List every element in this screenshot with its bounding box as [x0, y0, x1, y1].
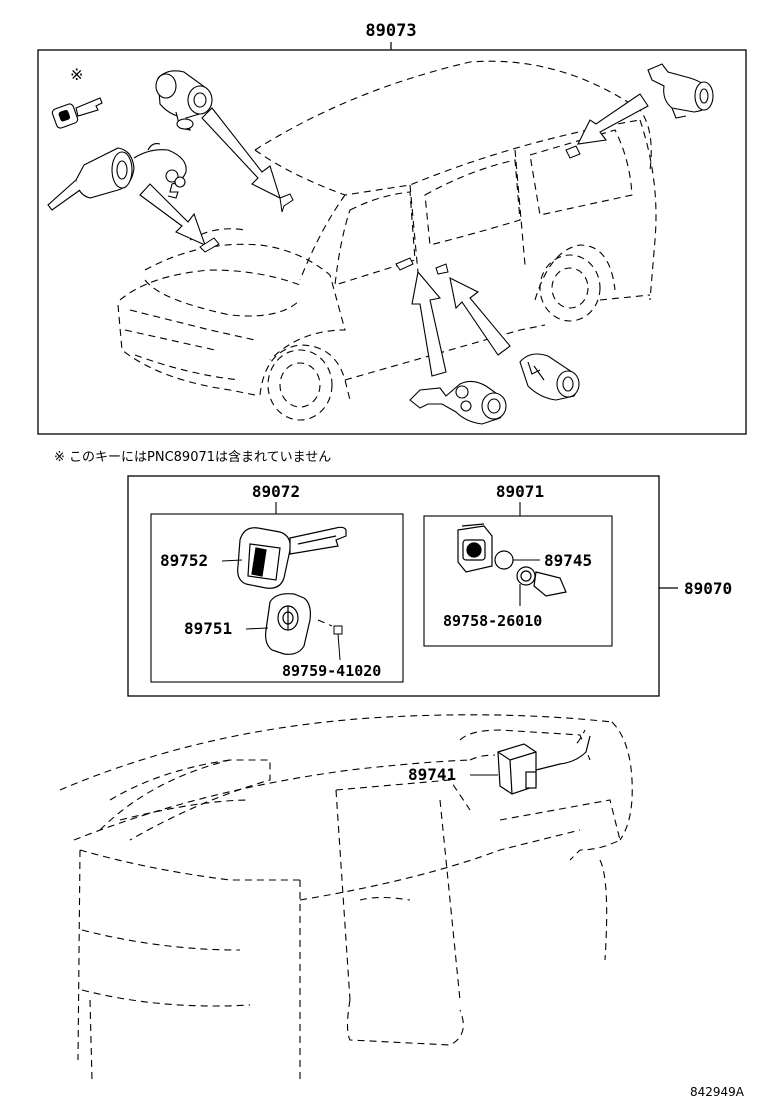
kit-label: 89070: [684, 579, 732, 598]
transmitter-label: 89071: [496, 482, 544, 501]
door-cylinder-icon-top: [155, 70, 213, 131]
arrow-to-hood: [201, 107, 281, 200]
battery-icon: [494, 550, 514, 570]
key-set-frame: [150, 513, 404, 683]
van-illustration: [117, 60, 657, 421]
transmitter-case-icon: [265, 593, 311, 655]
part-label-89752: 89752: [160, 551, 208, 570]
figure-id: 842949A: [690, 1085, 745, 1099]
part-label-89741: 89741: [408, 765, 456, 784]
transmitter-board-icon: [457, 523, 493, 573]
part-label-89745: 89745: [544, 551, 592, 570]
master-key-icon: [237, 526, 347, 589]
arrow-to-slide-door-2: [449, 277, 511, 356]
lock-position-marks: [199, 145, 581, 275]
key-set-label: 89072: [252, 482, 300, 501]
top-group-frame: [37, 49, 747, 435]
back-door-cylinder-icon: [519, 353, 580, 401]
part-label-89759-41020: 89759-41020: [282, 662, 381, 680]
part-label-89758-26010: 89758-26010: [443, 612, 542, 630]
arrow-to-slide-door-1: [411, 270, 447, 377]
key-icon: [51, 97, 103, 129]
battery-holder-icon: [516, 566, 567, 597]
part-label-89751: 89751: [184, 619, 232, 638]
slide-door-cylinder-icon: [409, 380, 507, 425]
key-exclusion-note: ※ このキーにはPNC89071は含まれていません: [54, 449, 331, 465]
ecu-module-icon: [497, 735, 591, 795]
top-group-label: 89073: [365, 21, 416, 41]
dashboard-illustration: [59, 714, 633, 1081]
transmitter-frame: [423, 515, 613, 647]
arrow-to-rear: [577, 93, 649, 145]
rear-cylinder-icon: [647, 63, 714, 119]
ignition-cylinder-icon: [47, 143, 187, 211]
arrow-to-driver-door: [139, 183, 206, 247]
kit-frame: [127, 475, 660, 697]
screw-icon: [317, 619, 343, 661]
key-exclusion-mark: ※: [70, 65, 83, 84]
pointer-arrows: [139, 93, 649, 377]
